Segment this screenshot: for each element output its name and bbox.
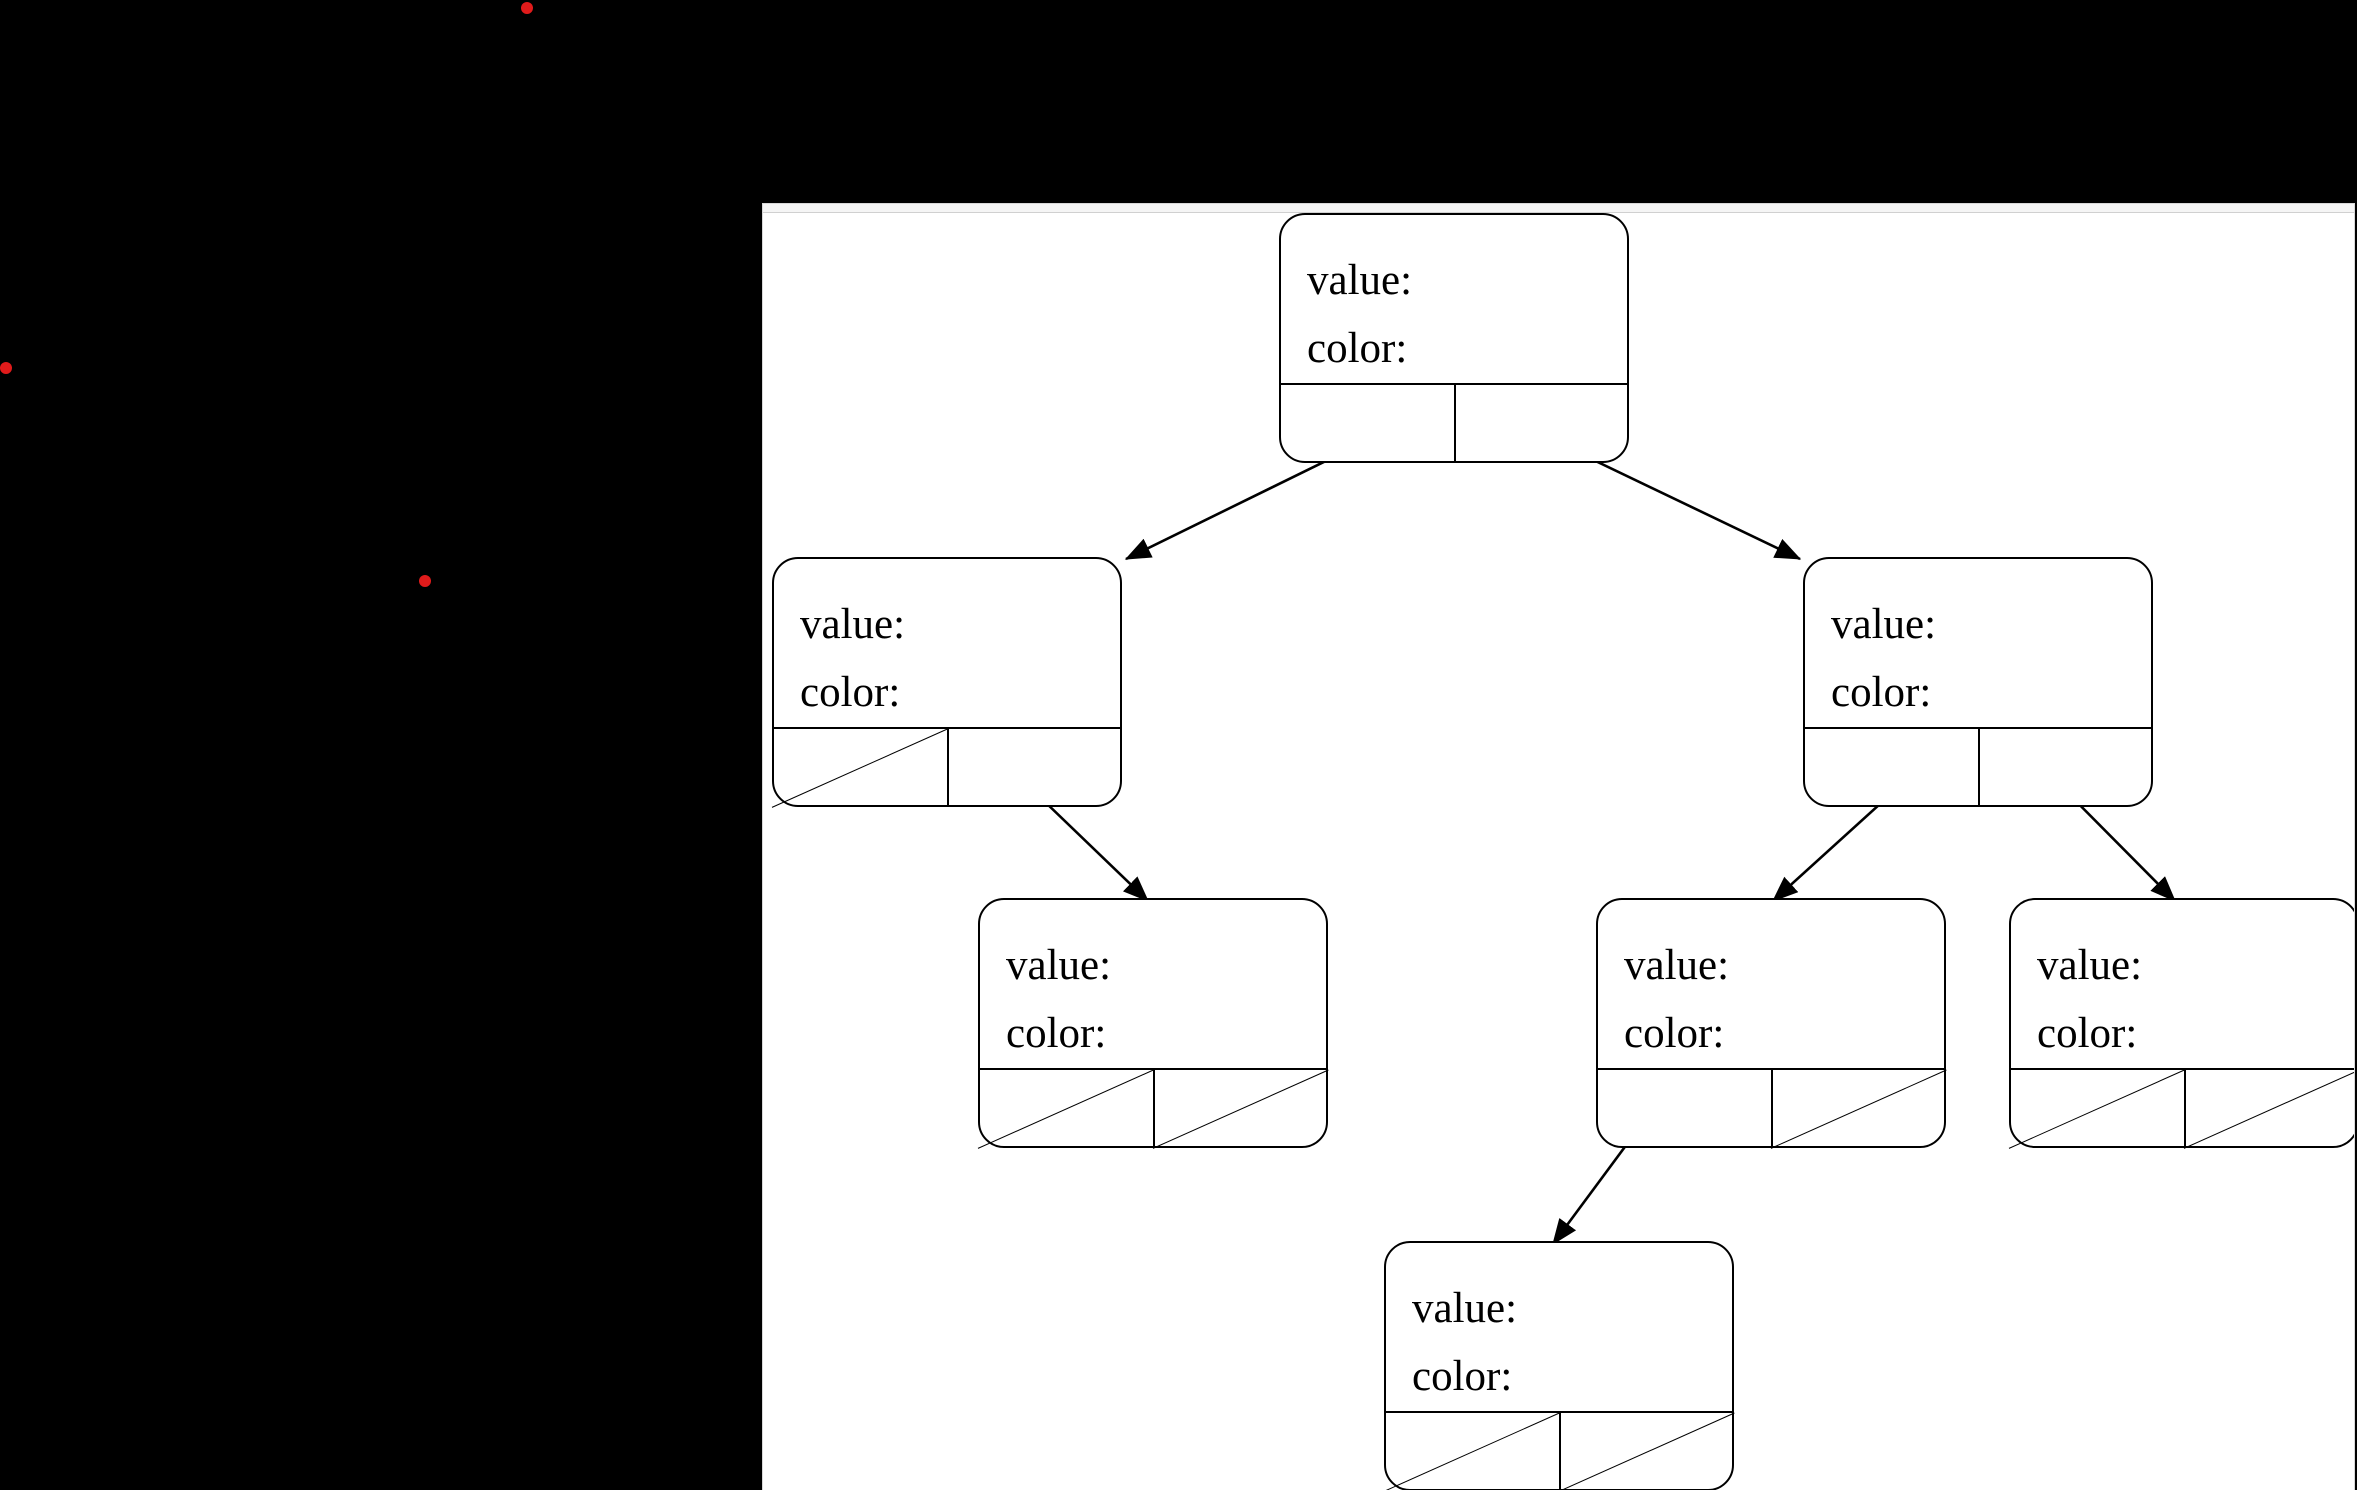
null-pointer-slash-icon (1153, 1070, 1328, 1148)
node-fields: value: color: (1805, 559, 2151, 727)
node-pointer-cell-left[interactable] (978, 1070, 1153, 1148)
node-color-label: color: (800, 669, 901, 716)
node-pointer-cell-right[interactable] (1559, 1413, 1734, 1490)
node-pointer-cell-right[interactable] (2184, 1070, 2355, 1148)
node-pointer-cell-left[interactable] (1384, 1413, 1559, 1490)
tree-node-left-right[interactable]: value: color: (978, 898, 1328, 1148)
null-pointer-slash-icon (772, 729, 947, 807)
panel-top-strip (763, 204, 2354, 213)
node-pointer-divider (1978, 729, 1980, 808)
null-pointer-slash-icon (2009, 1070, 2184, 1148)
node-fields: value: color: (2011, 900, 2354, 1068)
node-color-label: color: (1412, 1353, 1513, 1400)
node-pointer-cell-right[interactable] (1153, 1070, 1328, 1148)
node-pointer-divider (947, 729, 949, 808)
node-pointer-bar (1383, 1411, 1735, 1490)
node-pointer-divider (1771, 1070, 1773, 1149)
diagram-canvas: value:color:value:color:value:color:valu… (763, 204, 2355, 1490)
node-pointer-divider (1559, 1413, 1561, 1490)
node-pointer-cell-right[interactable] (947, 729, 1122, 807)
node-pointer-cell-right[interactable] (1454, 385, 1629, 463)
node-pointer-bar (978, 1068, 1329, 1148)
node-pointer-cell-left[interactable] (1803, 729, 1978, 807)
node-color-label: color: (1624, 1010, 1725, 1057)
node-pointer-bar (1278, 383, 1630, 464)
tree-node-right[interactable]: value: color: (1802, 557, 2154, 808)
null-pointer-slash-icon (1771, 1070, 1946, 1148)
node-pointer-cell-right[interactable] (1978, 729, 2153, 807)
node-pointer-cell-left[interactable] (1596, 1070, 1771, 1148)
node-value-label: value: (1307, 257, 1413, 304)
node-pointer-bar (1802, 727, 2154, 808)
node-fields: value: color: (980, 900, 1326, 1068)
node-value-label: value: (800, 601, 906, 648)
node-pointer-divider (2184, 1070, 2186, 1149)
node-value-label: value: (2037, 942, 2143, 989)
marker-top (521, 2, 533, 14)
node-pointer-bar (1595, 1068, 1947, 1149)
node-color-label: color: (1006, 1010, 1107, 1057)
null-pointer-slash-icon (2184, 1070, 2355, 1148)
tree-node-deep[interactable]: value: color: (1383, 1241, 1735, 1490)
node-color-label: color: (1307, 325, 1408, 372)
node-pointer-cell-right[interactable] (1771, 1070, 1946, 1148)
node-pointer-cell-left[interactable] (772, 729, 947, 807)
node-pointer-bar (2009, 1068, 2355, 1149)
tree-node-root[interactable]: value: color: (1278, 213, 1630, 464)
node-fields: value: color: (1598, 900, 1944, 1068)
node-color-label: color: (2037, 1010, 2138, 1057)
node-pointer-cell-left[interactable] (2009, 1070, 2184, 1148)
tree-node-left[interactable]: value: color: (772, 557, 1123, 807)
diagram-panel: value:color:value:color:value:color:valu… (762, 203, 2355, 1490)
node-value-label: value: (1624, 942, 1730, 989)
node-fields: value: color: (1386, 1243, 1732, 1411)
marker-middle (419, 575, 431, 587)
node-value-label: value: (1831, 601, 1937, 648)
null-pointer-slash-icon (1384, 1413, 1559, 1490)
node-color-label: color: (1831, 669, 1932, 716)
node-value-label: value: (1412, 1285, 1518, 1332)
node-fields: value: color: (774, 559, 1120, 727)
node-pointer-cell-left[interactable] (1279, 385, 1454, 463)
node-fields: value: color: (1281, 215, 1627, 383)
node-pointer-divider (1153, 1070, 1155, 1149)
tree-node-right-left[interactable]: value: color: (1595, 898, 1947, 1149)
node-value-label: value: (1006, 942, 1112, 989)
node-pointer-bar (772, 727, 1123, 807)
tree-node-right-right[interactable]: value: color: (2009, 898, 2355, 1149)
marker-left (0, 362, 12, 374)
node-pointer-divider (1454, 385, 1456, 464)
null-pointer-slash-icon (978, 1070, 1153, 1148)
null-pointer-slash-icon (1559, 1413, 1734, 1490)
